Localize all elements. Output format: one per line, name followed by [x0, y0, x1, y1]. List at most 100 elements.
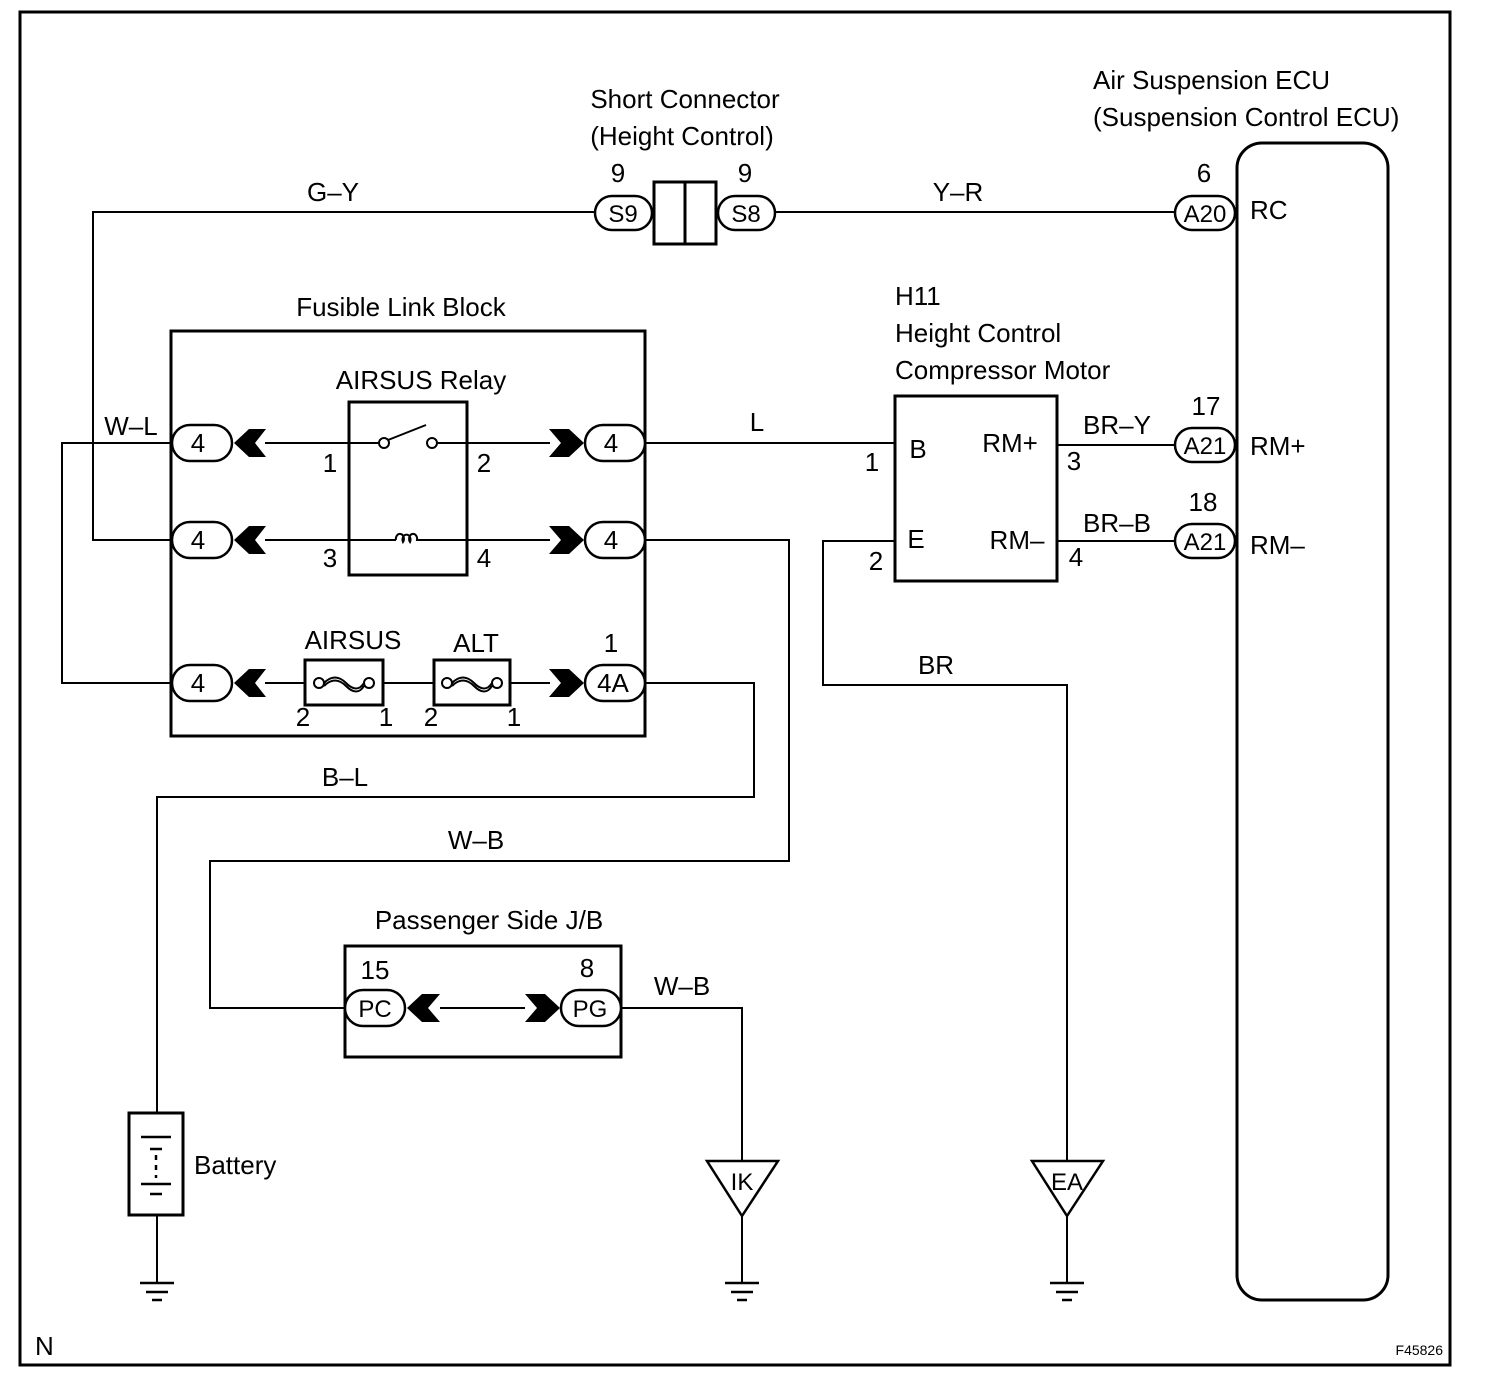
ecu-title: Air Suspension ECU [1093, 65, 1330, 95]
ecu-terminal-rm-minus: RM– [1250, 530, 1305, 560]
flb-right-chevron-3 [549, 669, 584, 697]
ecu-rm-plus-pin: 17 [1192, 391, 1221, 421]
connector-a21-rm-plus-label: A21 [1184, 433, 1227, 460]
fuse-airsus-pin-left: 2 [296, 702, 310, 732]
compressor-motor-title-line1: Height Control [895, 318, 1061, 348]
flb-right-chevron-1 [549, 429, 584, 457]
compressor-terminal-rm-minus: RM– [990, 525, 1045, 555]
ecu-rc-pin: 6 [1197, 158, 1211, 188]
wire-label-y-r: Y–R [933, 177, 984, 207]
connector-s8-label: S8 [731, 201, 760, 228]
ecu-body [1235, 141, 1390, 1302]
compressor-terminal-b: B [909, 434, 926, 464]
relay-coil-icon [394, 532, 420, 545]
ground-point-ik: IK [704, 1159, 781, 1219]
compressor-terminal-rm-plus: RM+ [982, 428, 1038, 458]
wire-label-br-b: BR–B [1083, 508, 1151, 538]
ground-ea-triangle [1029, 1159, 1106, 1219]
fuse-alt-pin-left: 2 [424, 702, 438, 732]
fuse-alt-terminal-right [491, 677, 503, 689]
connector-pc [343, 988, 407, 1028]
flb-right-connector-3-pin: 1 [604, 628, 618, 658]
ground-symbol-icon [725, 1281, 759, 1302]
connector-s8 [716, 194, 777, 232]
flb-right-connector-1 [583, 423, 647, 463]
ecu-rm-minus-pin: 18 [1189, 487, 1218, 517]
short-connector-left-pin: 9 [611, 158, 625, 188]
compressor-motor-body [893, 394, 1059, 583]
corner-label: N [35, 1331, 54, 1361]
airsus-relay-title: AIRSUS Relay [336, 365, 507, 395]
passenger-jb-pc-pin: 15 [361, 955, 390, 985]
passenger-jb-pg-pin: 8 [580, 953, 594, 983]
compressor-pin-rm-plus: 3 [1067, 446, 1081, 476]
flb-left-connector-3 [170, 663, 234, 703]
battery: Battery [127, 1111, 276, 1217]
ground-ik-triangle [704, 1159, 781, 1219]
wire-g-y [92, 211, 595, 541]
fuse-alt-body [432, 658, 512, 707]
connector-a20-label: A20 [1184, 201, 1227, 228]
connector-pg [559, 988, 623, 1028]
ecu-subtitle: (Suspension Control ECU) [1093, 102, 1399, 132]
ground-symbol-icon [1050, 1281, 1084, 1302]
battery-body [127, 1111, 185, 1217]
battery-icon [141, 1135, 171, 1196]
relay-pin-4: 4 [477, 543, 491, 573]
ground-symbol-icon [140, 1281, 174, 1302]
relay-switch-blade [387, 424, 427, 441]
short-connector-subtitle: (Height Control) [590, 121, 774, 151]
figure-id: F45826 [1396, 1342, 1444, 1358]
flb-left-chevron-2 [234, 526, 266, 554]
wire-label-l: L [750, 407, 764, 437]
short-connector-right-pin: 9 [738, 158, 752, 188]
diagram-frame [18, 10, 1452, 1367]
compressor-pin-rm-minus: 4 [1069, 542, 1083, 572]
fuse-alt-terminal-left [441, 677, 453, 689]
flb-left-connector-3-label: 4 [191, 668, 205, 698]
wire-w-b-relay [209, 539, 790, 1009]
flb-left-chevron-3 [234, 669, 266, 697]
wire-label-w-b-relay: W–B [448, 825, 504, 855]
wire-label-w-l: W–L [104, 411, 157, 441]
flb-left-connector-1 [170, 423, 234, 463]
fuse-airsus-terminal-left [313, 677, 325, 689]
fusible-link-block-title: Fusible Link Block [296, 292, 507, 322]
flb-left-connector-2 [170, 520, 234, 560]
flb-left-connector-1-label: 4 [191, 428, 205, 458]
fuse-alt-label: ALT [453, 628, 499, 658]
connector-a21-rm-minus-label: A21 [1184, 529, 1227, 556]
wire-label-g-y: G–Y [307, 177, 359, 207]
compressor-pin-b: 1 [865, 447, 879, 477]
connector-a21-rm-minus [1173, 522, 1237, 560]
flb-left-chevron-1 [234, 429, 266, 457]
connector-pg-label: PG [573, 996, 608, 1023]
flb-left-connector-2-label: 4 [191, 525, 205, 555]
compressor-motor-code: H11 [895, 281, 941, 311]
fusible-link-block: Fusible Link Block AIRSUS Relay 1 2 3 4 … [169, 292, 647, 738]
fuse-airsus-body [303, 658, 385, 707]
connector-s9-label: S9 [608, 201, 637, 228]
wire-label-b-l: B–L [322, 762, 368, 792]
fuse-airsus-terminal-right [363, 677, 375, 689]
relay-pin-2: 2 [477, 448, 491, 478]
flb-right-connector-3 [583, 663, 647, 703]
wire-w-l [61, 442, 172, 684]
ecu-terminal-rc: RC [1250, 195, 1288, 225]
ground-ea-label: EA [1051, 1169, 1083, 1196]
flb-right-connector-2-label: 4 [604, 525, 618, 555]
fuse-airsus-pin-right: 1 [379, 702, 393, 732]
short-connector: Short Connector (Height Control) 9 9 S9 … [590, 84, 780, 246]
flb-right-connector-2 [583, 520, 647, 560]
wire-br [822, 540, 1068, 1160]
wire-label-br-y: BR–Y [1083, 410, 1151, 440]
battery-label: Battery [194, 1150, 276, 1180]
fuse-alt-pin-right: 1 [507, 702, 521, 732]
compressor-terminal-e: E [907, 524, 924, 554]
relay-contact-left [378, 437, 390, 449]
compressor-pin-e: 2 [869, 546, 883, 576]
flb-right-chevron-2 [549, 526, 584, 554]
ground-ik-label: IK [731, 1169, 754, 1196]
compressor-motor: H11 Height Control Compressor Motor B E … [865, 281, 1111, 583]
connector-a20 [1173, 194, 1237, 232]
